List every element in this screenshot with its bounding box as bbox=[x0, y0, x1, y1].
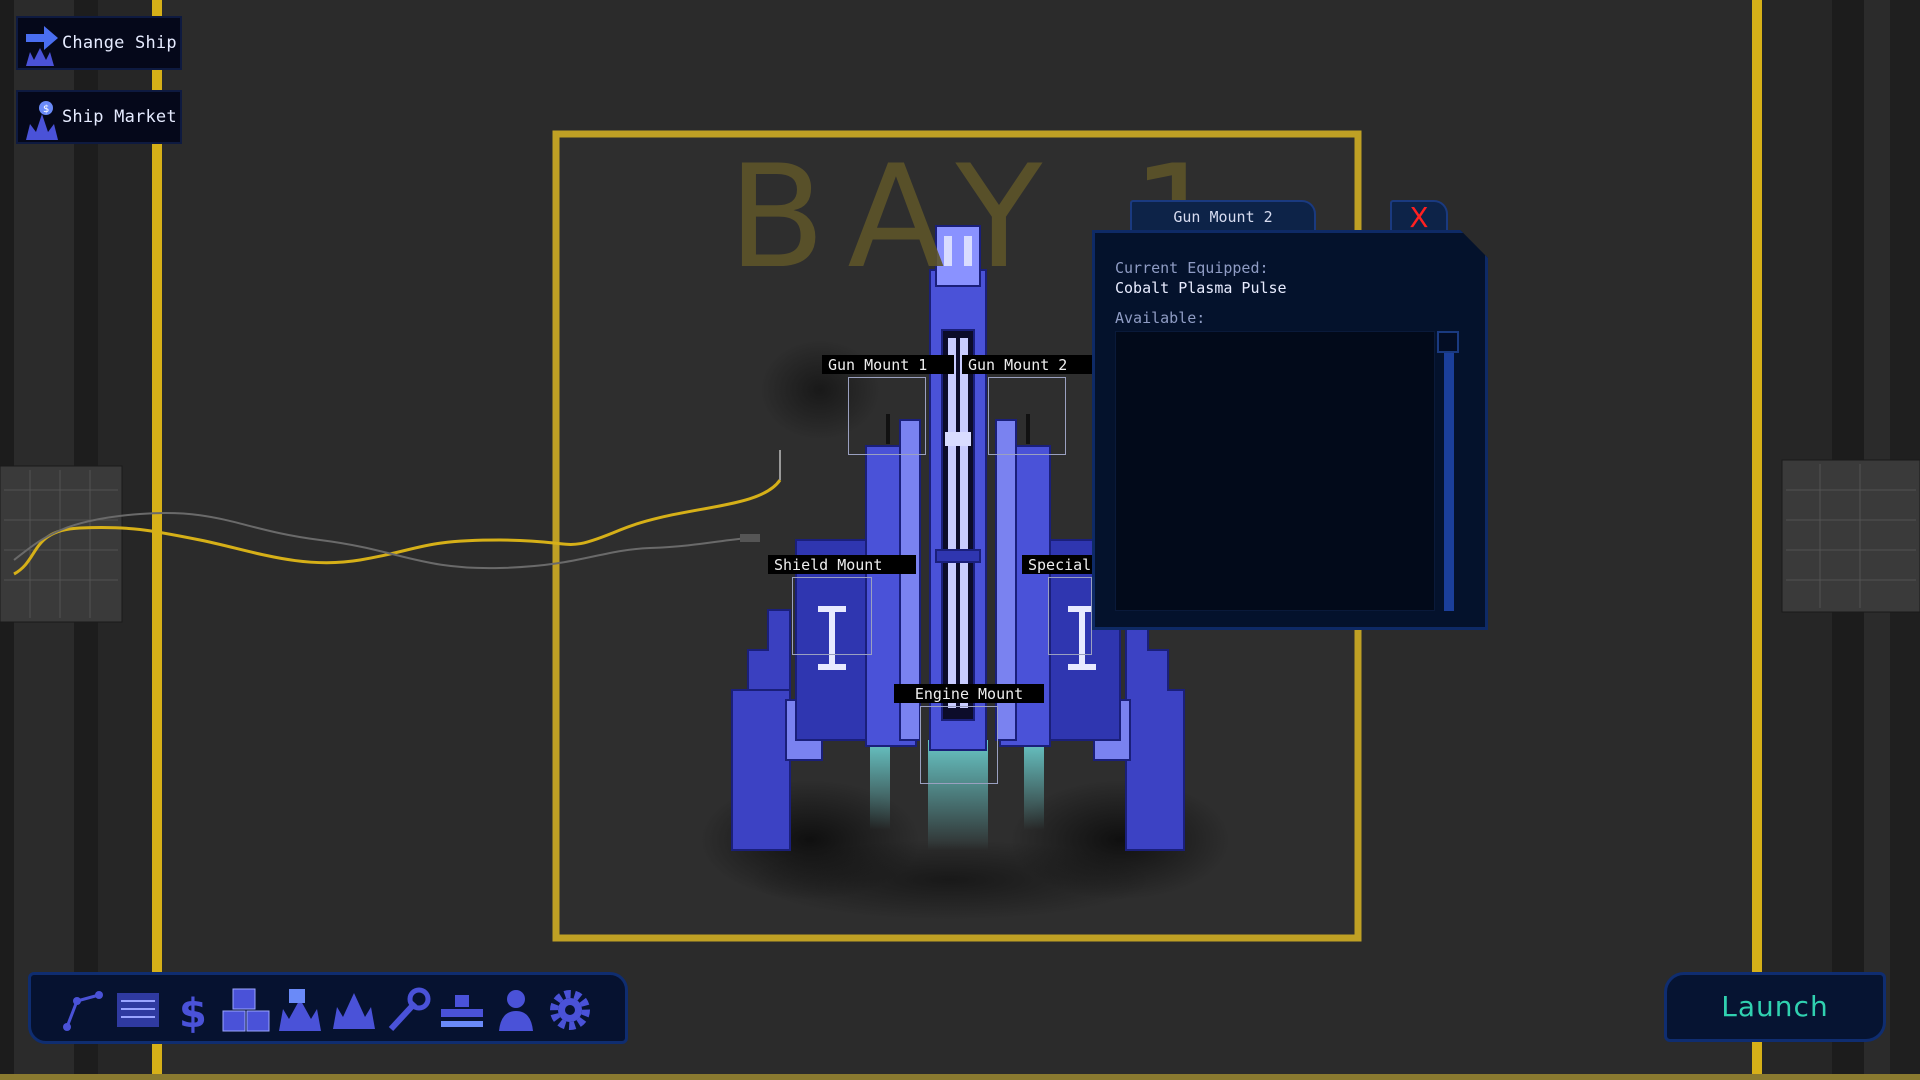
wrench-icon[interactable] bbox=[383, 985, 433, 1035]
shield-mount-slot[interactable] bbox=[792, 577, 872, 655]
list-icon[interactable] bbox=[113, 985, 163, 1035]
scroll-handle[interactable] bbox=[1437, 331, 1459, 353]
svg-text:$: $ bbox=[179, 991, 207, 1035]
ship-market-icon: $ bbox=[26, 101, 58, 140]
ship-market-button[interactable]: $ Ship Market bbox=[16, 90, 182, 144]
route-icon[interactable] bbox=[59, 985, 109, 1035]
special-mount-slot[interactable] bbox=[1048, 577, 1092, 655]
svg-text:$: $ bbox=[43, 104, 49, 115]
stations-icon[interactable] bbox=[437, 985, 487, 1035]
engine-mount-label: Engine Mount bbox=[894, 684, 1044, 703]
ships-icon[interactable] bbox=[329, 985, 379, 1035]
change-ship-label: Change Ship bbox=[62, 33, 177, 53]
ship-market-label: Ship Market bbox=[62, 107, 177, 127]
cargo-icon[interactable] bbox=[221, 985, 271, 1035]
engine-mount-slot[interactable] bbox=[920, 706, 998, 784]
scroll-track[interactable] bbox=[1444, 353, 1454, 611]
launch-button[interactable]: Launch bbox=[1664, 972, 1886, 1042]
available-label: Available: bbox=[1115, 309, 1206, 327]
available-list[interactable] bbox=[1115, 331, 1435, 611]
gear-icon[interactable] bbox=[545, 985, 595, 1035]
gun-mount-2-label: Gun Mount 2 bbox=[962, 355, 1092, 374]
person-icon[interactable] bbox=[491, 985, 541, 1035]
close-button[interactable]: X bbox=[1390, 200, 1448, 234]
current-equipped-label: Current Equipped: bbox=[1115, 259, 1269, 277]
panel-tab-gun-mount-2[interactable]: Gun Mount 2 bbox=[1130, 200, 1316, 232]
change-ship-icon bbox=[26, 26, 58, 66]
current-equipped-value: Cobalt Plasma Pulse bbox=[1115, 279, 1287, 297]
special-mount-label: Special Mount bbox=[1022, 555, 1092, 574]
change-ship-button[interactable]: Change Ship bbox=[16, 16, 182, 70]
mount-panel: Current Equipped: Cobalt Plasma Pulse Av… bbox=[1092, 230, 1488, 630]
shield-mount-label: Shield Mount bbox=[768, 555, 916, 574]
ship-repair-icon[interactable] bbox=[275, 985, 325, 1035]
gun-mount-1-slot[interactable] bbox=[848, 377, 926, 455]
gun-mount-2-slot[interactable] bbox=[988, 377, 1066, 455]
dollar-icon[interactable]: $ bbox=[167, 985, 217, 1035]
bottom-toolbar: $ bbox=[28, 972, 628, 1044]
gun-mount-1-label: Gun Mount 1 bbox=[822, 355, 954, 374]
scrollbar[interactable] bbox=[1437, 331, 1459, 611]
